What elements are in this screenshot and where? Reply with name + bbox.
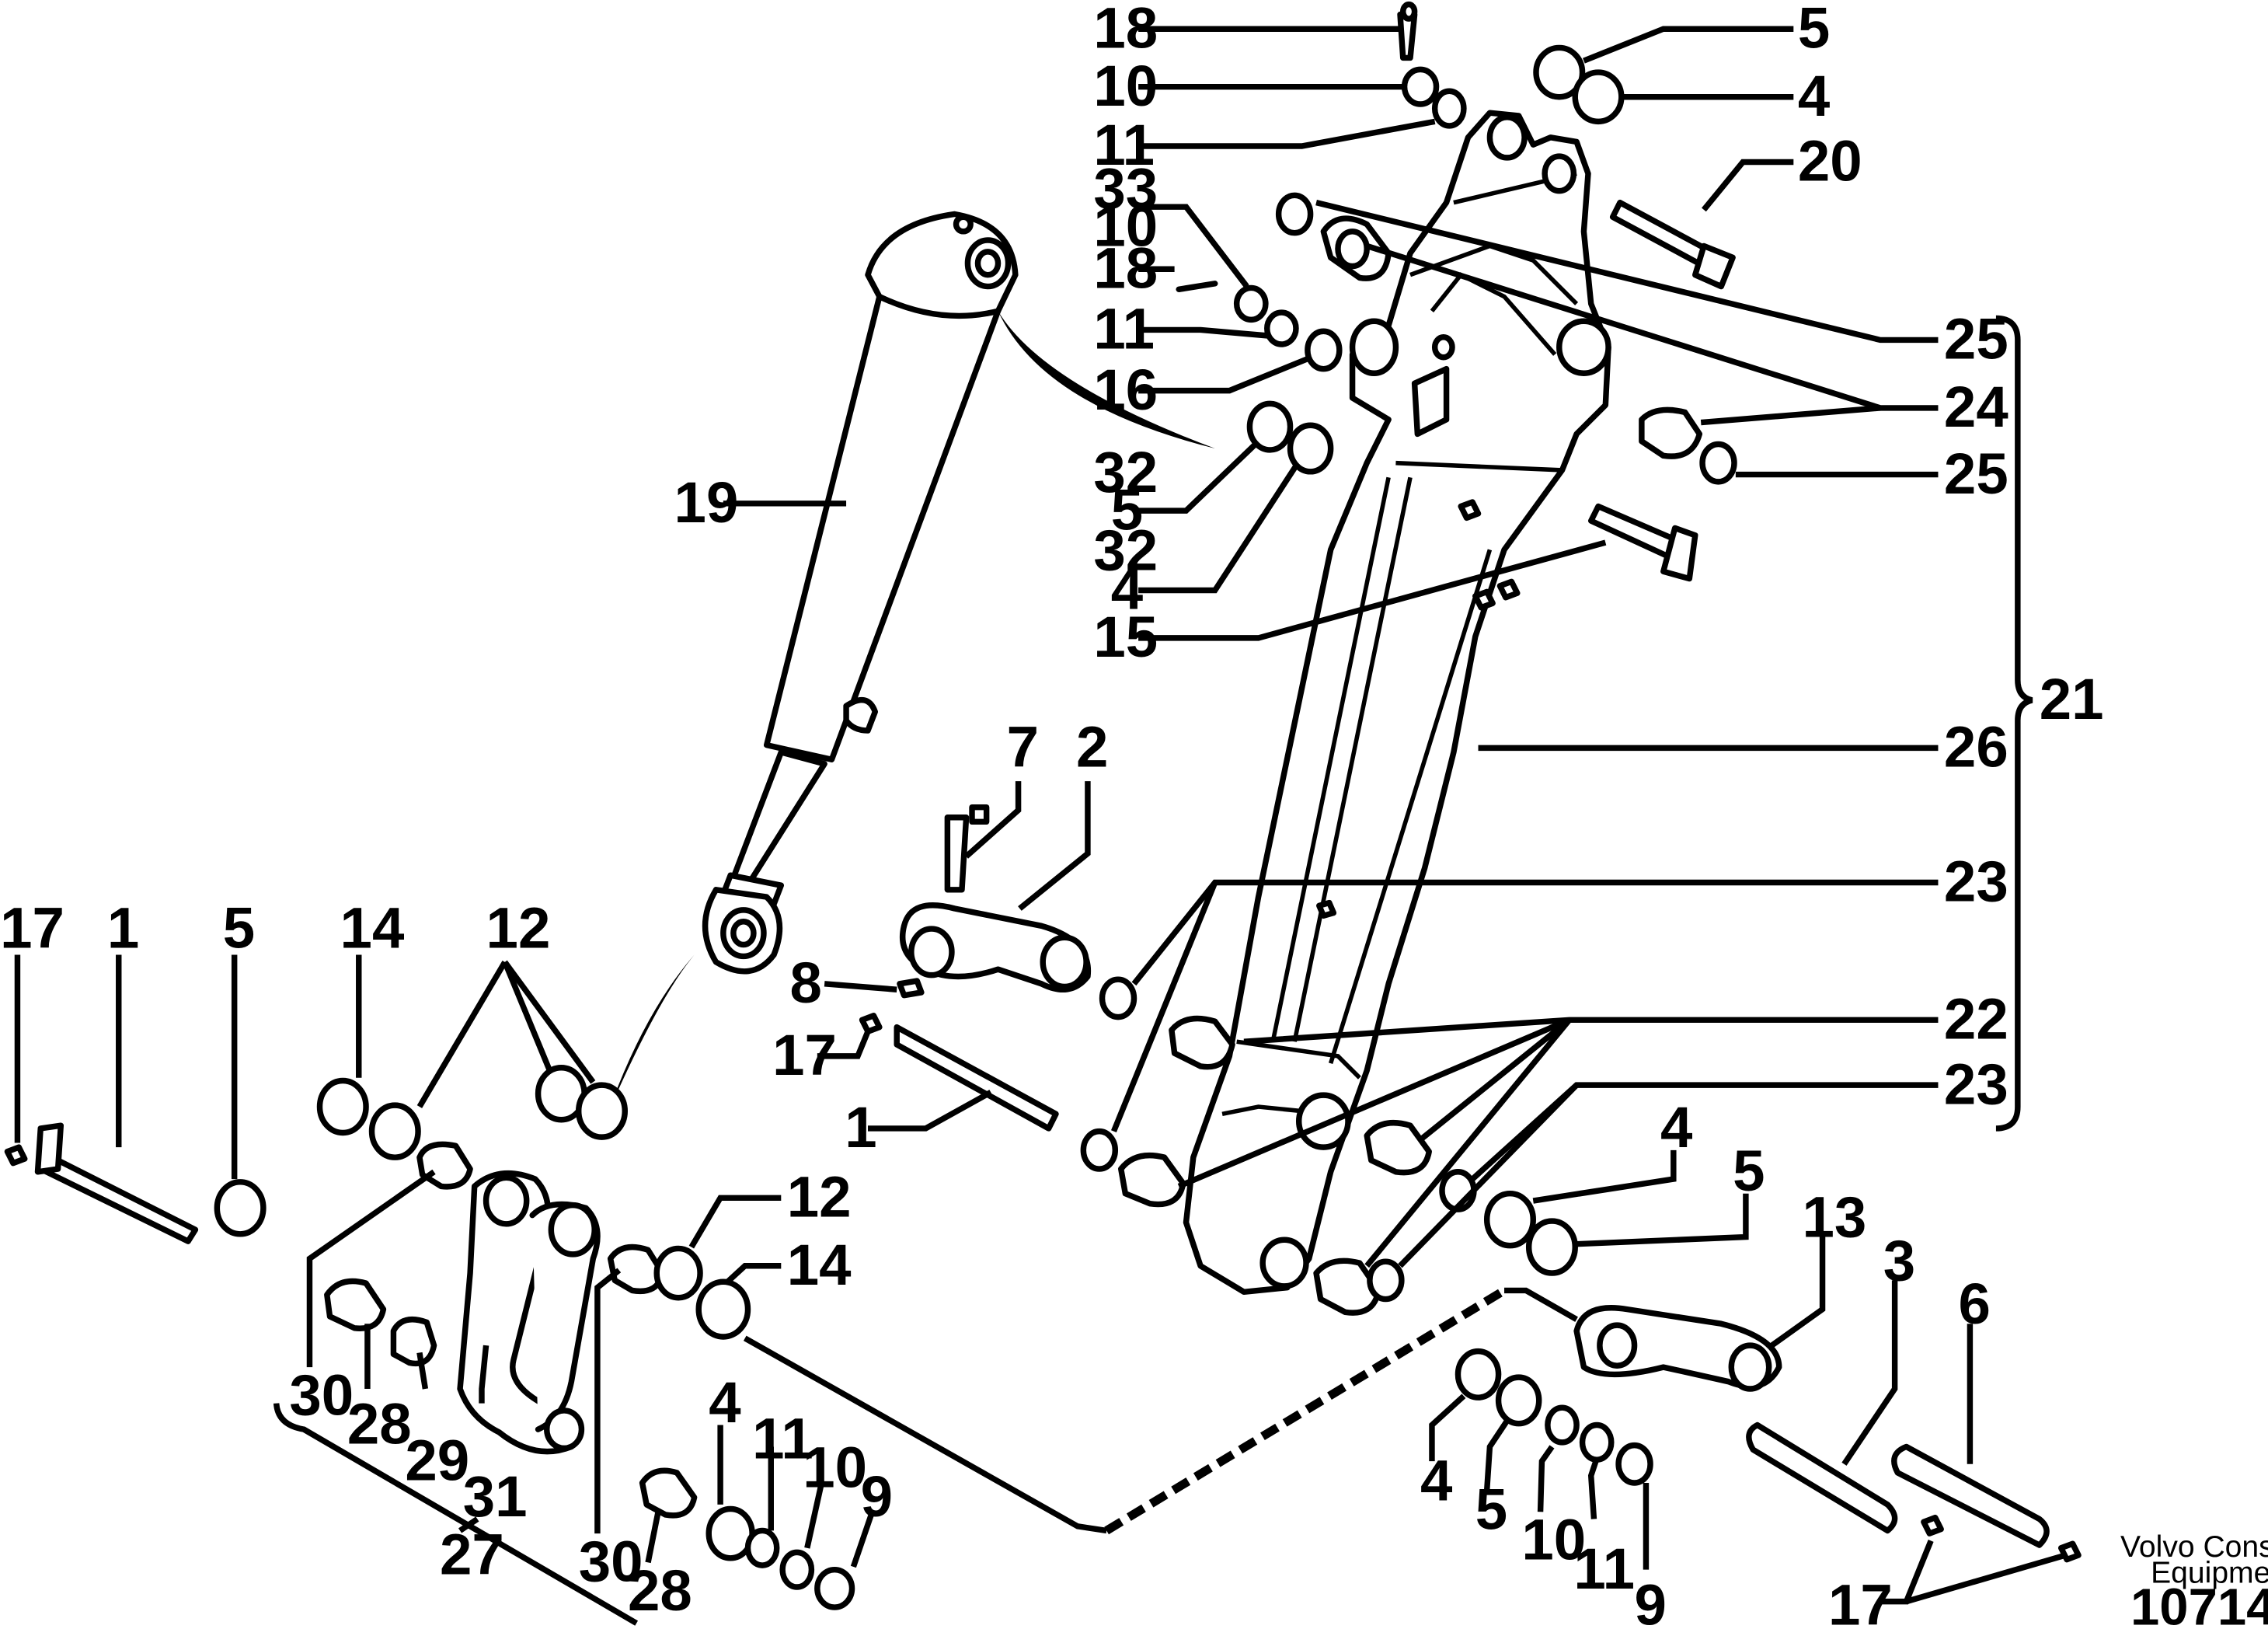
callout-33: 33: [1093, 156, 1158, 221]
callout-3: 3: [1883, 1228, 1915, 1292]
callout-22: 22: [1944, 987, 2008, 1052]
callout-5: 5: [223, 895, 255, 960]
callout-11: 11: [1093, 113, 1155, 177]
callout-31: 31: [463, 1464, 528, 1529]
callout-11: 11: [1573, 1537, 1635, 1601]
callout-15: 15: [1093, 605, 1158, 669]
callout-32: 32: [1093, 518, 1158, 582]
callout-26: 26: [1944, 715, 2008, 780]
callout-19: 19: [674, 470, 739, 535]
callout-28: 28: [628, 1558, 692, 1623]
callout-1: 1: [845, 1095, 876, 1160]
callout-25: 25: [1944, 441, 2008, 506]
callout-12: 12: [486, 895, 551, 960]
callout-5: 5: [1111, 477, 1143, 542]
callout-25: 25: [1944, 307, 2008, 371]
callout-30: 30: [289, 1363, 354, 1428]
manufacturer-line-2: Equipment: [2151, 1556, 2268, 1589]
callout-5: 5: [1733, 1139, 1765, 1203]
callout-17: 17: [772, 1023, 837, 1087]
callout-24: 24: [1944, 375, 2008, 439]
callout-27: 27: [440, 1522, 504, 1586]
callout-18: 18: [1093, 235, 1158, 300]
callout-8: 8: [789, 951, 821, 1015]
top-pin-hardware: [1176, 1, 1737, 582]
callout-5: 5: [1475, 1477, 1507, 1542]
callout-21: 21: [2040, 667, 2104, 731]
callout-30: 30: [579, 1530, 643, 1594]
callout-16: 16: [1093, 358, 1158, 422]
drawing-credit: Volvo Construction Equipment 1071473: [2120, 1530, 2268, 1629]
callout-1: 1: [107, 895, 139, 960]
callout-4: 4: [1111, 557, 1143, 622]
callout-12: 12: [787, 1164, 852, 1229]
boom-cylinder: [607, 211, 1215, 1114]
callout-17: 17: [1828, 1572, 1893, 1629]
callout-23: 23: [1944, 1052, 2008, 1116]
callout-17: 17: [0, 895, 64, 960]
callout-11: 11: [1093, 297, 1155, 361]
callout-13: 13: [1802, 1185, 1866, 1250]
callout-7: 7: [1007, 715, 1039, 780]
callout-9: 9: [1635, 1572, 1667, 1629]
linkage-parts: [4, 804, 2082, 1610]
callout-4: 4: [709, 1370, 740, 1435]
callout-20: 20: [1798, 129, 1862, 194]
callout-10: 10: [1521, 1508, 1586, 1572]
callout-10: 10: [803, 1435, 867, 1500]
callout-29: 29: [405, 1428, 469, 1492]
callout-labels: 18 10 11 33 10 18 11 16 32 5 32 4 15 19 …: [0, 0, 2103, 1629]
callout-4: 4: [1420, 1448, 1452, 1512]
callout-10: 10: [1093, 194, 1158, 258]
callout-28: 28: [347, 1392, 412, 1456]
manufacturer-line-1: Volvo Construction: [2120, 1530, 2268, 1564]
callout-11: 11: [752, 1406, 813, 1470]
callout-14: 14: [340, 895, 405, 960]
callout-14: 14: [787, 1233, 852, 1297]
callout-9: 9: [861, 1464, 893, 1529]
callout-4: 4: [1660, 1095, 1692, 1160]
drawing-number: 1071473: [2130, 1578, 2268, 1629]
callout-6: 6: [1959, 1271, 1991, 1336]
boom-arm: [1183, 110, 1611, 1296]
callout-5: 5: [1798, 0, 1830, 60]
callout-32: 32: [1093, 440, 1158, 504]
callout-10: 10: [1093, 54, 1158, 118]
callout-4: 4: [1798, 64, 1830, 128]
leader-lines: [14, 26, 2067, 1626]
callout-23: 23: [1944, 849, 2008, 914]
callout-18: 18: [1093, 0, 1158, 60]
callout-2: 2: [1076, 715, 1108, 780]
